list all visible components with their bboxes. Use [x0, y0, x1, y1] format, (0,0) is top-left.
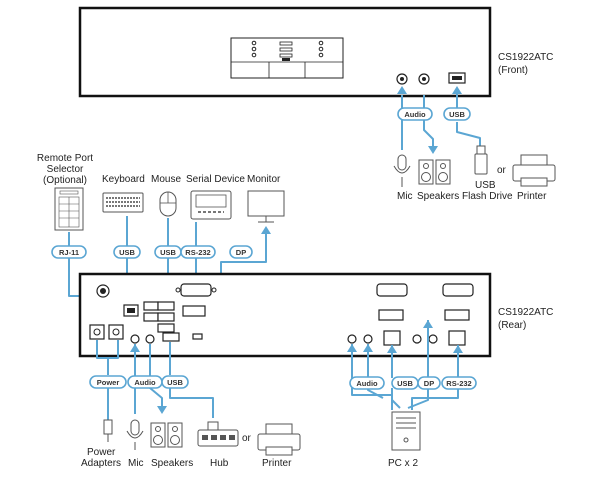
- console-usb-port-5: [157, 323, 175, 333]
- rear-speakers-label: Speakers: [151, 458, 193, 469]
- serial-device-label: Serial Device: [186, 174, 245, 185]
- rear-unit-side: (Rear): [498, 320, 526, 331]
- monitor-icon: [247, 190, 285, 223]
- front-unit: [78, 6, 492, 98]
- usb-hub-icon: [197, 421, 239, 447]
- rs232-connector: [180, 245, 216, 259]
- rj11-connector: [51, 245, 87, 259]
- front-unit-model: CS1922ATC: [498, 52, 553, 63]
- pc2-dp-port: [444, 309, 470, 321]
- monitor-label: Monitor: [247, 174, 281, 185]
- pc-dp-connector: [417, 376, 441, 390]
- rear-or-label: or: [242, 433, 252, 444]
- rear-unit-model: CS1922ATC: [498, 307, 553, 318]
- remote-selector-line3: (Optional): [43, 175, 87, 186]
- console-usb-port-3: [157, 301, 175, 311]
- rear-left-cables: [96, 340, 214, 420]
- power-adapter-icon: [103, 419, 113, 442]
- rear-mic-jack: [130, 334, 140, 344]
- front-or-label: or: [497, 165, 507, 176]
- small-port: [192, 333, 203, 340]
- serial-device-icon: [190, 190, 232, 220]
- front-printer-label: Printer: [517, 191, 547, 202]
- power-adapters-label-2: Adapters: [81, 458, 121, 469]
- pc1-audio-jack-2: [363, 334, 373, 344]
- rear-usb-label: USB: [167, 378, 183, 387]
- rear-usb-connector: [161, 375, 189, 389]
- pc-audio-label: Audio: [356, 379, 378, 388]
- remote-selector-line2: Selector: [47, 164, 84, 175]
- power-jack-1: [89, 324, 105, 340]
- pc2-serial-port: [442, 283, 474, 297]
- pc2-audio-jack-1: [412, 334, 422, 344]
- remote-selector-line1: Remote Port: [37, 153, 93, 164]
- pc2-audio-jack-2: [428, 334, 438, 344]
- keyboard-icon: [102, 192, 144, 213]
- dp-label: DP: [236, 248, 246, 257]
- dp-connector: [229, 245, 253, 259]
- rear-audio-label: Audio: [134, 378, 156, 387]
- rear-speakers-icon: [150, 422, 183, 448]
- power-jack-2: [108, 324, 124, 340]
- pc-rs232-label: RS-232: [446, 379, 471, 388]
- pc-label: PC x 2: [388, 458, 418, 469]
- mouse-label: Mouse: [151, 174, 181, 185]
- rear-mic-label: Mic: [128, 458, 144, 469]
- keyboard-label: Keyboard: [102, 174, 145, 185]
- hub-label: Hub: [210, 458, 229, 469]
- rear-printer-label: Printer: [262, 458, 292, 469]
- front-mic-label: Mic: [397, 191, 413, 202]
- remote-port-selector-icon: [54, 187, 84, 231]
- pc1-usb-port: [383, 330, 401, 346]
- front-audio-label: Audio: [404, 110, 426, 119]
- pc-dp-label: DP: [424, 379, 434, 388]
- front-usb-connector: [443, 107, 471, 121]
- usb-flash-drive-icon: [474, 145, 488, 175]
- rear-printer-icon: [257, 423, 301, 456]
- power-adapters-label-1: Power: [87, 447, 116, 458]
- keyboard-usb-label: USB: [119, 248, 135, 257]
- rear-speaker-jack: [145, 334, 155, 344]
- usb-flash-label-1: USB: [475, 180, 496, 191]
- pc-rs232-connector: [441, 376, 477, 390]
- power-connector: [89, 375, 127, 389]
- rs232-label: RS-232: [185, 248, 210, 257]
- pc2-usb-port: [448, 330, 466, 346]
- pc1-audio-jack-1: [347, 334, 357, 344]
- pc-cables: [347, 320, 463, 410]
- front-audio-connector: [397, 107, 433, 121]
- mouse-usb-label: USB: [160, 248, 176, 257]
- console-dp-port: [182, 305, 206, 317]
- usb-flash-label-2: Flash Drive: [462, 191, 513, 202]
- pc1-dp-port: [378, 309, 404, 321]
- console-usb-port-2: [143, 312, 159, 322]
- keyboard-usb-connector: [113, 245, 141, 259]
- front-mic-icon: [393, 154, 411, 187]
- front-speakers-label: Speakers: [417, 191, 459, 202]
- pc-audio-connector: [349, 376, 385, 390]
- rear-mic-icon: [126, 419, 144, 450]
- front-speakers-icon: [418, 159, 451, 185]
- console-usb-port-1: [143, 301, 159, 311]
- rear-usb-port: [162, 332, 180, 342]
- front-unit-side: (Front): [498, 65, 528, 76]
- pc-tower-icon: [391, 411, 421, 451]
- rj11-label: RJ-11: [59, 248, 79, 257]
- mouse-icon: [159, 191, 177, 217]
- pc-usb-label: USB: [397, 379, 413, 388]
- front-usb-label: USB: [449, 110, 465, 119]
- power-connector-label: Power: [97, 378, 120, 387]
- console-usb-port-4: [157, 312, 175, 322]
- console-serial-port: [180, 283, 212, 297]
- pc1-serial-port: [376, 283, 408, 297]
- front-printer-icon: [512, 154, 556, 187]
- rear-unit: [78, 272, 492, 358]
